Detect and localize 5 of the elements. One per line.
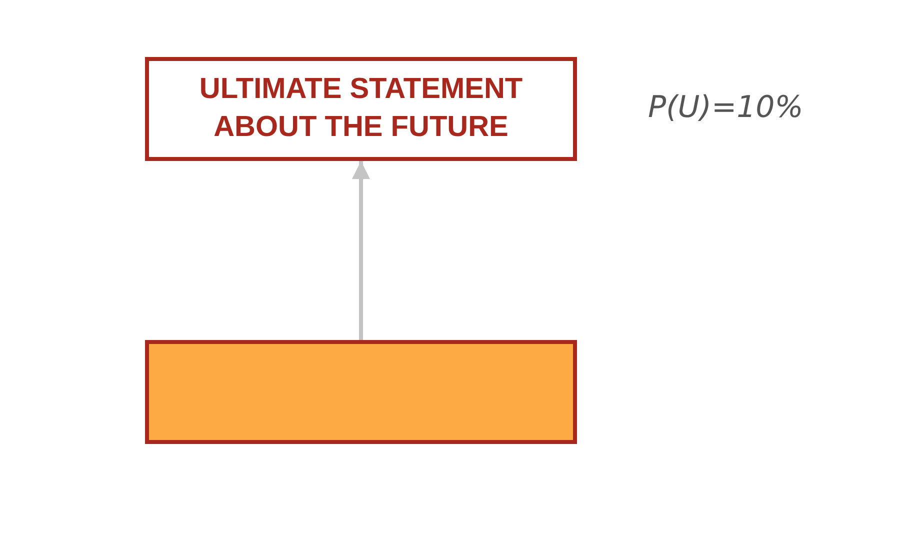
probability-note: P(U)=10%: [648, 90, 804, 125]
statement-box: [145, 57, 577, 161]
statement-text: ULTIMATE STATEMENT ABOUT THE FUTURE: [198, 72, 524, 145]
empty-box: [145, 340, 577, 444]
arrow: [352, 161, 370, 340]
